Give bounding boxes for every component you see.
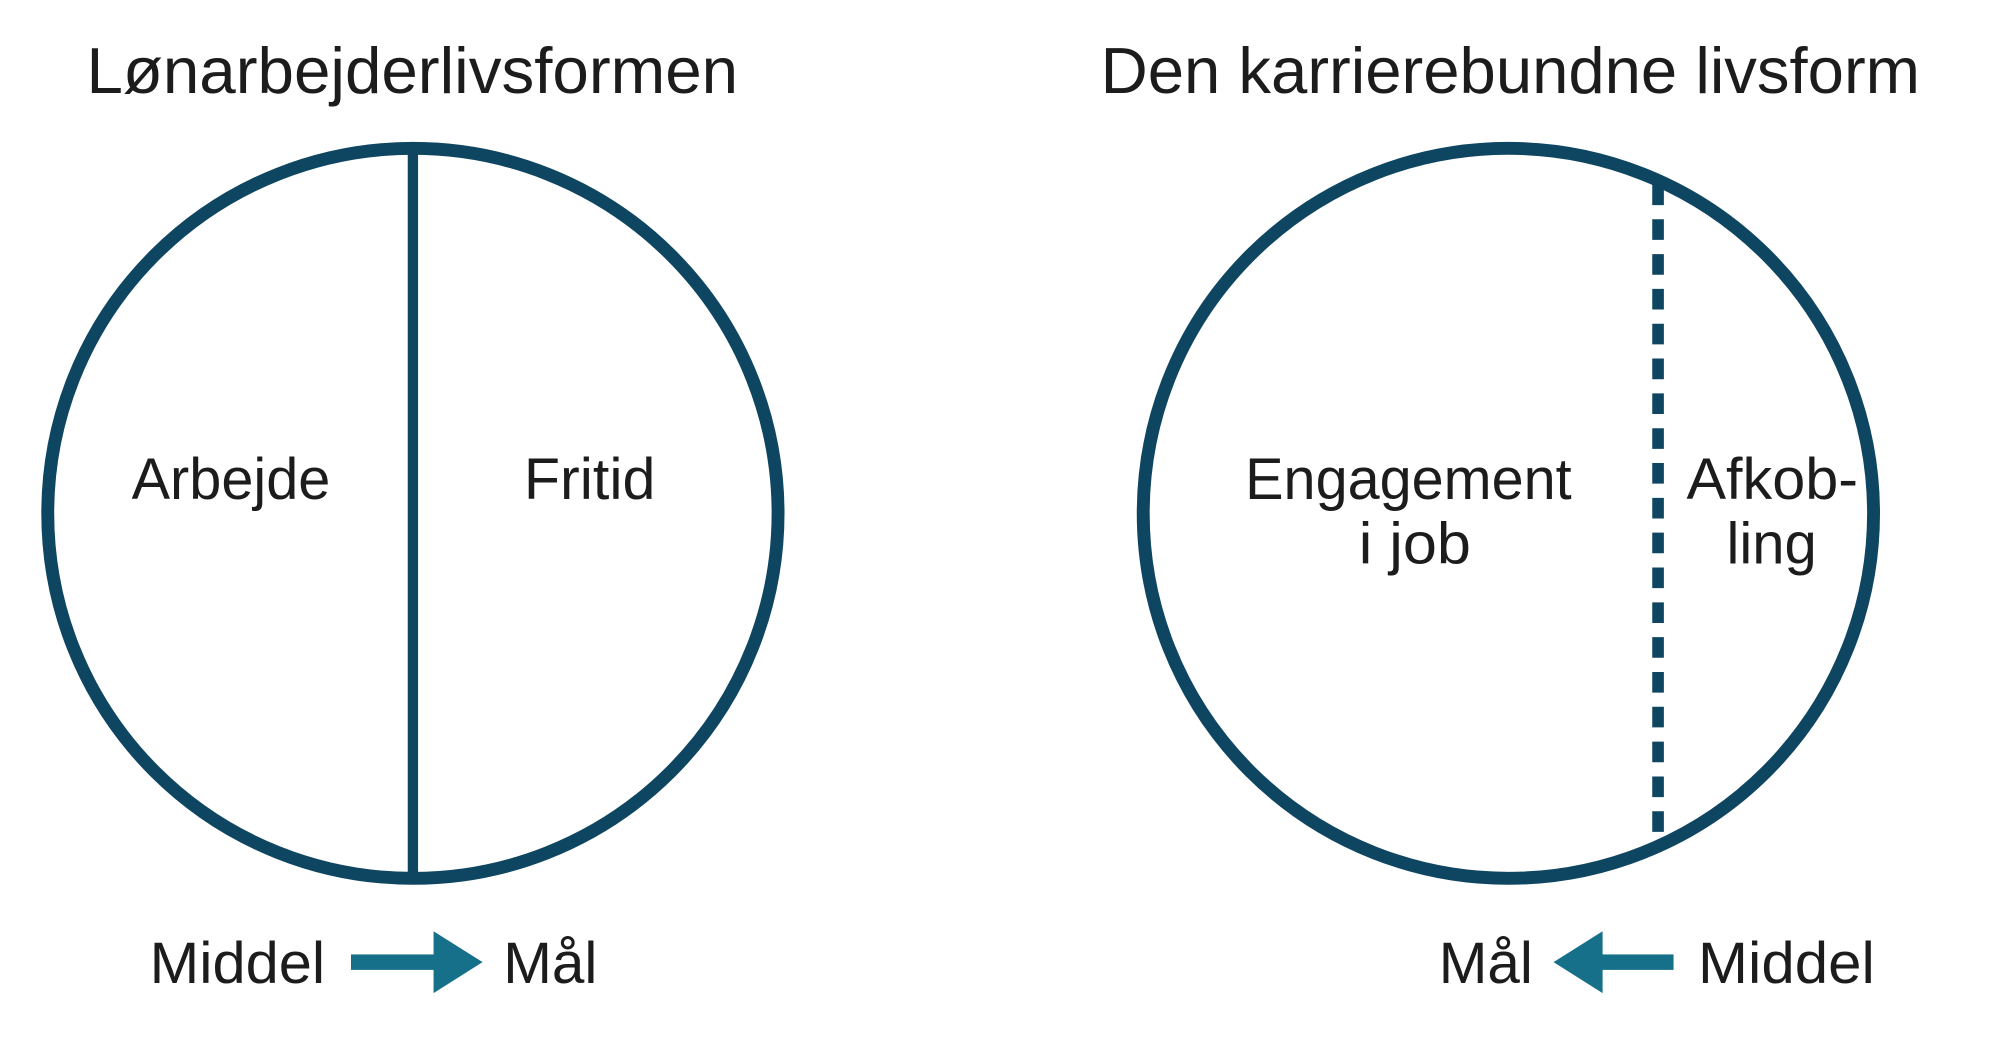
left-segment-leisure: Fritid bbox=[524, 447, 656, 512]
left-circle bbox=[41, 141, 785, 885]
right-segment-disconnect-line1: Afkob- bbox=[1686, 447, 1858, 512]
left-arrow-icon bbox=[1553, 931, 1674, 994]
right-flow-means: Middel bbox=[1698, 931, 1875, 996]
right-segment-engagement-line1: Engagement bbox=[1245, 447, 1571, 512]
right-diagram: Den karrierebundne livsform Engagement i… bbox=[1101, 35, 1920, 996]
left-diagram: Lønarbejderlivsformen Arbejde Fritid Mid… bbox=[41, 35, 785, 996]
right-segment-engagement-line2: i job bbox=[1359, 512, 1471, 577]
right-segment-disconnect-line2: ling bbox=[1726, 512, 1816, 577]
left-segment-work: Arbejde bbox=[132, 447, 331, 512]
right-title: Den karrierebundne livsform bbox=[1101, 35, 1920, 107]
left-flow-goal: Mål bbox=[503, 931, 597, 996]
left-flow-means: Middel bbox=[150, 931, 325, 996]
left-title: Lønarbejderlivsformen bbox=[86, 35, 738, 107]
right-arrow-icon bbox=[350, 931, 483, 994]
right-flow-goal: Mål bbox=[1439, 931, 1533, 996]
right-circle bbox=[1136, 141, 1880, 885]
